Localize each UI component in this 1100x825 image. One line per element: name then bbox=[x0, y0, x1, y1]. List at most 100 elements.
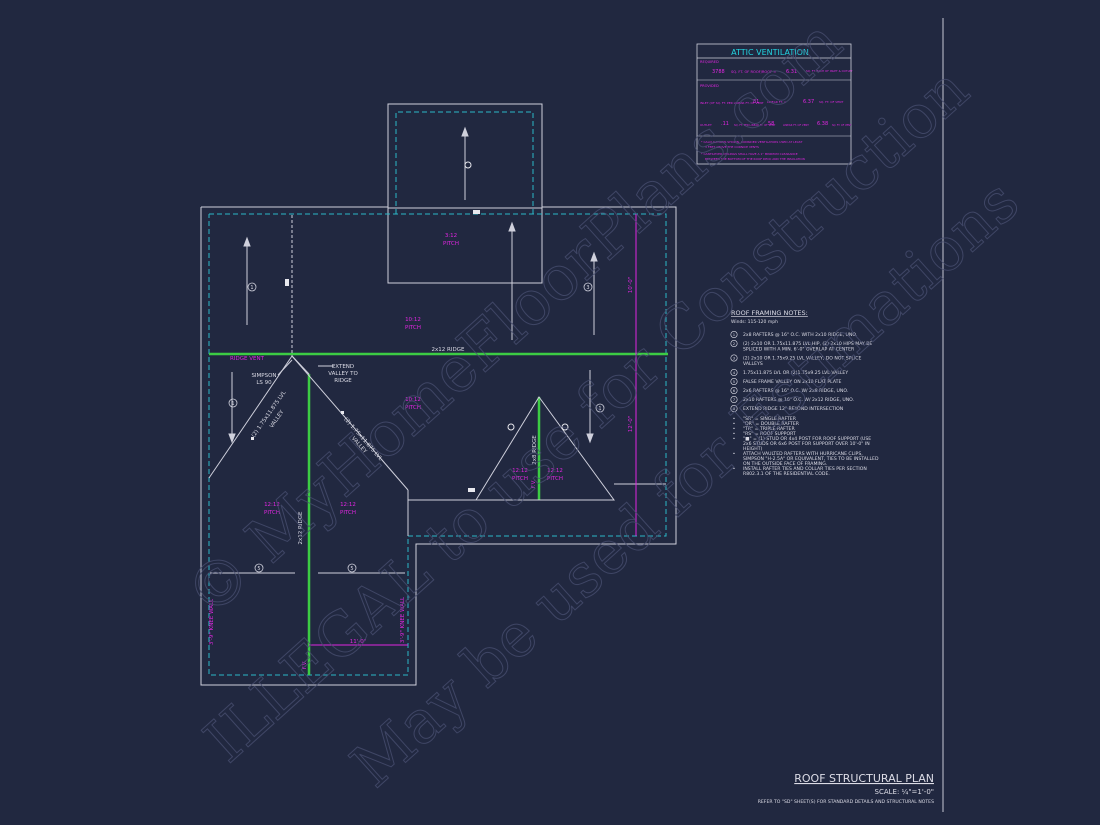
ridge-vertical-label: 2x12 RIDGE bbox=[298, 511, 304, 544]
provided-label: PROVIDED bbox=[700, 84, 719, 88]
rafter-direction-arrows bbox=[210, 126, 598, 574]
knee-wall-label: 3'-9" KNEE WALL bbox=[209, 598, 215, 645]
pitch-label: 12:12 bbox=[340, 502, 356, 508]
note-number: 3 bbox=[733, 356, 736, 361]
dimension-label: 12'-0" bbox=[628, 416, 634, 433]
note-number-circle bbox=[730, 339, 738, 347]
legend-text: "■" = (1) STUD OR 4x4 POST FOR ROOF SUPP… bbox=[743, 436, 871, 442]
roof-framing-notes: ROOF FRAMING NOTES: Winds: 115-120 mph 1… bbox=[730, 309, 879, 477]
note-number-circle bbox=[730, 395, 738, 403]
notes-title: ROOF FRAMING NOTES: bbox=[731, 309, 808, 317]
watermark: © MyHomeFloorPlans.com ILLEGAL to use fo… bbox=[171, 4, 1033, 801]
ridge-gable-label: 2x8 RIDGE bbox=[532, 435, 538, 465]
note-text: SPLICED WITH A MIN. 6'-0" OVERLAP AT CEN… bbox=[743, 347, 855, 353]
legend-bullet: • bbox=[733, 467, 736, 472]
legend-text: R802.3.1 OF THE RESIDENTIAL CODE. bbox=[743, 471, 830, 477]
note-number-circle bbox=[730, 386, 738, 394]
legend-text: "DR" = DOUBLE RAFTER bbox=[743, 421, 800, 427]
vent-note: * CANTILEVER CEILINGS SHALL HAVE A 1" MI… bbox=[701, 152, 798, 156]
pitch-word: PITCH bbox=[340, 510, 356, 516]
notes-wind: Winds: 115-120 mph bbox=[731, 319, 778, 325]
outlet-result-unit: SQ. FT. OF VENT bbox=[832, 124, 852, 127]
pitch-label: 3:12 bbox=[445, 233, 457, 239]
note-circles bbox=[228, 282, 605, 573]
dimension-label: 11'-0" bbox=[350, 639, 367, 645]
circle-label: 1 bbox=[598, 406, 601, 412]
required-vent-unit: SQ. FT. EACH OF INLET & OUTLET bbox=[806, 69, 853, 73]
circle-label: 1 bbox=[250, 285, 253, 291]
outlet-length: 58 bbox=[768, 121, 774, 127]
extend-label: VALLEY TO bbox=[328, 371, 358, 377]
note-text: 2x8 RAFTERS @ 16" O.C. WITH 2x10 RIDGE, … bbox=[743, 332, 857, 338]
legend-bullet: • bbox=[733, 437, 736, 442]
pitch-word: PITCH bbox=[405, 405, 421, 411]
inlet-length: 81 bbox=[753, 99, 759, 105]
legend-bullet: • bbox=[733, 452, 736, 457]
extend-label: RIDGE bbox=[334, 378, 352, 384]
required-vent: 6.31 bbox=[786, 69, 797, 75]
required-label: REQUIRED bbox=[700, 60, 719, 64]
legend-text: ON THE OUTSIDE FACE OF FRAMING. bbox=[743, 461, 827, 467]
note-number: 2 bbox=[733, 341, 736, 346]
vent-note: BETWEEN THE BOTTOM OF THE ROOF DECK AND … bbox=[705, 157, 805, 161]
watermark-line: May be used for Estimations bbox=[338, 166, 1032, 801]
legend-text: "SR" = SINGLE RAFTER bbox=[743, 416, 797, 422]
title-block: ROOF STRUCTURAL PLAN SCALE: ¼"=1'-0" REF… bbox=[758, 772, 934, 805]
legend-text: 2x6 STUDS OR 6x6 POST FOR SUPPORT OVER 1… bbox=[743, 441, 870, 447]
outlet-label: OUTLET bbox=[700, 123, 712, 127]
note-number: 4 bbox=[733, 370, 736, 375]
outlet-result: 6.38 bbox=[817, 121, 828, 127]
note-number: 6 bbox=[733, 388, 736, 393]
extend-label: EXTEND bbox=[332, 364, 354, 370]
fv-label: F.V. bbox=[302, 660, 308, 669]
legend-bullet: • bbox=[733, 432, 736, 437]
notes-list: 1 2x8 RAFTERS @ 16" O.C. WITH 2x10 RIDGE,… bbox=[730, 330, 879, 477]
outlet-rate: .11 bbox=[721, 121, 729, 127]
note-number-circle bbox=[730, 377, 738, 385]
outlet-length-unit: LINEAR FT. OF VENT bbox=[783, 123, 809, 127]
dimension-label: 10'-0" bbox=[628, 277, 634, 294]
plan-scale: SCALE: ¼"=1'-0" bbox=[875, 788, 934, 796]
inlet-length-unit: LINEAR FT. = bbox=[767, 100, 787, 104]
ventilation-title: ATTIC VENTILATION bbox=[731, 48, 809, 57]
ridge-vent-label: RIDGE VENT bbox=[230, 356, 265, 362]
vent-note: 3 FEET ABOVE THE CORNICE VENTS bbox=[705, 145, 759, 149]
note-number-circle bbox=[730, 354, 738, 362]
plan-refer-note: REFER TO "SD" SHEET(S) FOR STANDARD DETA… bbox=[758, 799, 934, 805]
pitch-word: PITCH bbox=[443, 241, 459, 247]
circle-label: 1 bbox=[231, 401, 234, 407]
inlet-label: INLET (OF SQ. FT. PER LINEAR FT. OF VENT bbox=[700, 101, 764, 105]
note-text: (2) 2x10 OR 1.75x11.875 LVL HIP, (2) 2x1… bbox=[743, 341, 872, 347]
legend-text: SIMPSON "H-2.5A" OR EQUIVALENT, TIES TO … bbox=[743, 456, 879, 462]
note-number: 5 bbox=[733, 379, 736, 384]
simpson-label: LS 90 bbox=[256, 380, 272, 386]
roof-outline bbox=[200, 103, 677, 686]
note-number-circle bbox=[730, 404, 738, 412]
ridge-label: 2x12 RIDGE bbox=[432, 347, 465, 353]
required-area: 3788 bbox=[712, 69, 725, 75]
outlet-rate-unit: SQ. FT. PER LINEAR FT. OF VENT bbox=[734, 123, 776, 127]
note-number: 1 bbox=[733, 332, 736, 337]
legend-text: "TR" = TRIPLE RAFTER bbox=[743, 426, 795, 432]
required-area-unit: SQ. FT. OF ROOF/ROOF = bbox=[731, 70, 776, 74]
hip-valley-lines bbox=[208, 215, 666, 536]
simpson-label: SIMPSON bbox=[251, 373, 276, 379]
pitch-word: PITCH bbox=[512, 476, 528, 482]
note-text: 2x10 RAFTERS @ 16" O.C. W/ 2x12 RIDGE, U… bbox=[743, 397, 854, 403]
dimension-lines bbox=[309, 214, 637, 646]
ridge-lines bbox=[209, 352, 668, 675]
pitch-label: 10:12 bbox=[405, 317, 421, 323]
note-text: (2) 2x10 OR 1.75x9.25 LVL VALLEY, DO NOT… bbox=[743, 356, 862, 362]
roof-support-marks bbox=[251, 161, 569, 492]
watermark-line: © MyHomeFloorPlans.com bbox=[171, 5, 855, 631]
circle-label: 3 bbox=[586, 285, 589, 291]
note-number: 7 bbox=[733, 397, 736, 402]
note-number-circle bbox=[730, 368, 738, 376]
pitch-label: 12:12 bbox=[264, 502, 280, 508]
note-text: 2x6 RAFTERS @ 16" O.C. W/ 2x8 RIDGE, UNO… bbox=[743, 388, 848, 394]
pitch-label: 12:12 bbox=[547, 468, 563, 474]
pitch-word: PITCH bbox=[547, 476, 563, 482]
inlet-result: 6.37 bbox=[803, 99, 814, 105]
legend-bullet: • bbox=[733, 422, 736, 427]
